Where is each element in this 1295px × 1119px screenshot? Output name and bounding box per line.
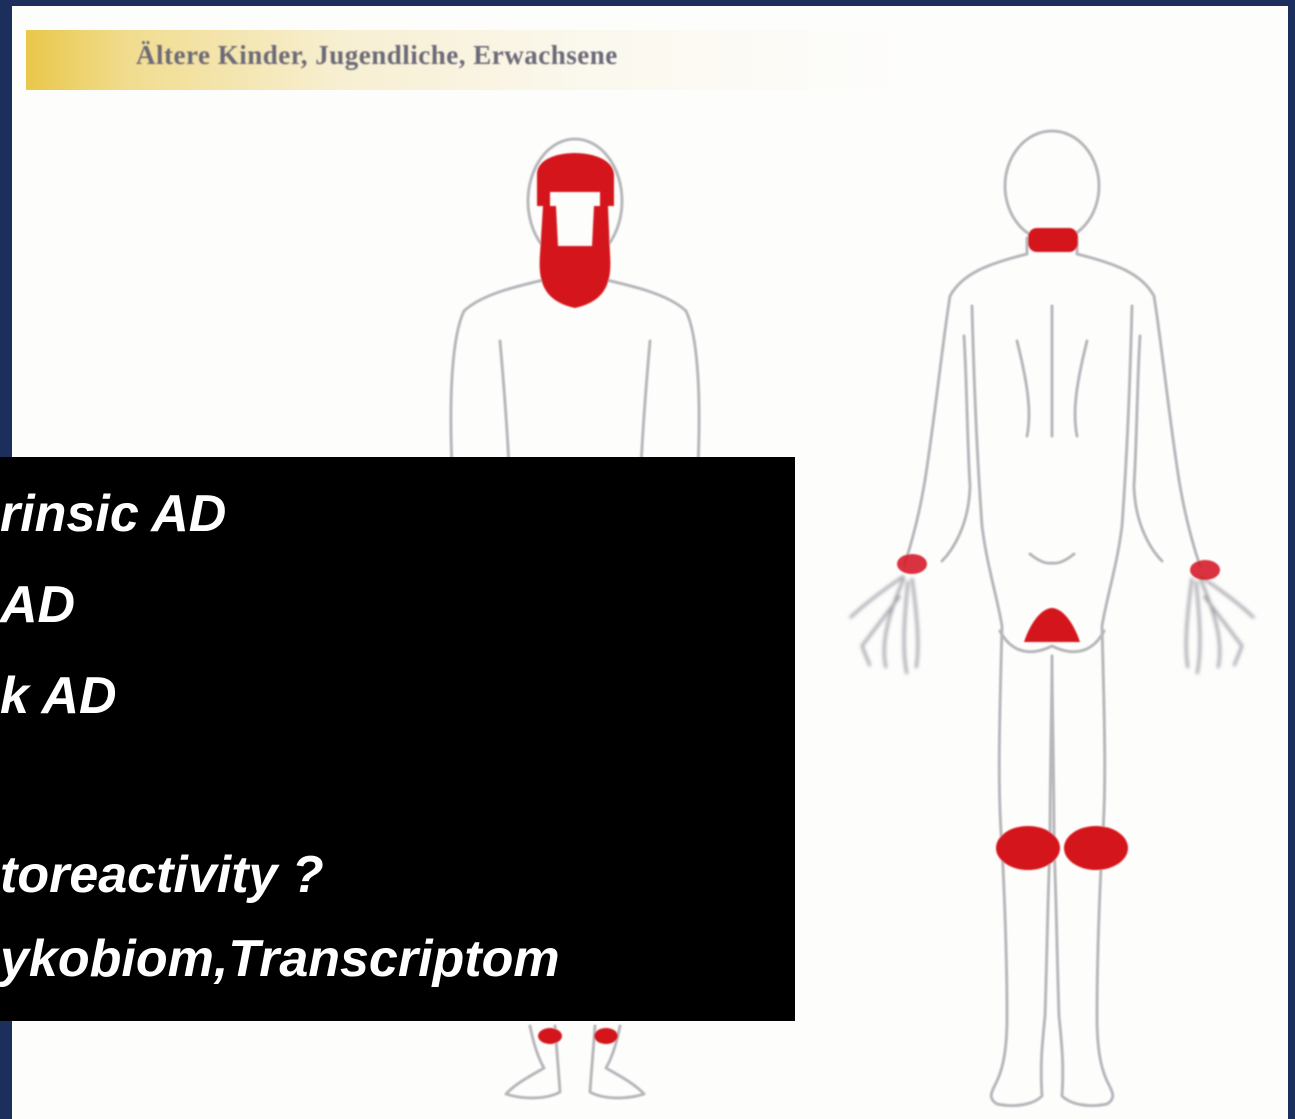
overlay-line-3: k AD xyxy=(0,670,117,722)
back-left-knee-lesion xyxy=(996,826,1060,870)
overlay-line-5: toreactivity ? xyxy=(0,849,324,901)
front-right-ankle-lesion xyxy=(594,1028,618,1044)
overlay-line-6: ykobiom,Transcriptom xyxy=(0,933,560,985)
text-overlay-box: rinsic AD AD k AD toreactivity ? ykobiom… xyxy=(0,457,795,1021)
back-body-figure xyxy=(850,131,1254,1106)
front-scalp-lesion xyxy=(537,153,614,206)
back-gluteal-lesion xyxy=(1024,608,1080,642)
front-left-ankle-lesion xyxy=(538,1028,562,1044)
back-left-wrist-lesion xyxy=(897,554,927,574)
back-neck-lesion xyxy=(1028,228,1078,252)
back-right-wrist-lesion xyxy=(1190,560,1220,580)
overlay-line-2: AD xyxy=(0,579,75,631)
overlay-line-1: rinsic AD xyxy=(0,488,226,540)
back-right-knee-lesion xyxy=(1064,826,1128,870)
front-face-neck-lesion xyxy=(540,206,611,308)
